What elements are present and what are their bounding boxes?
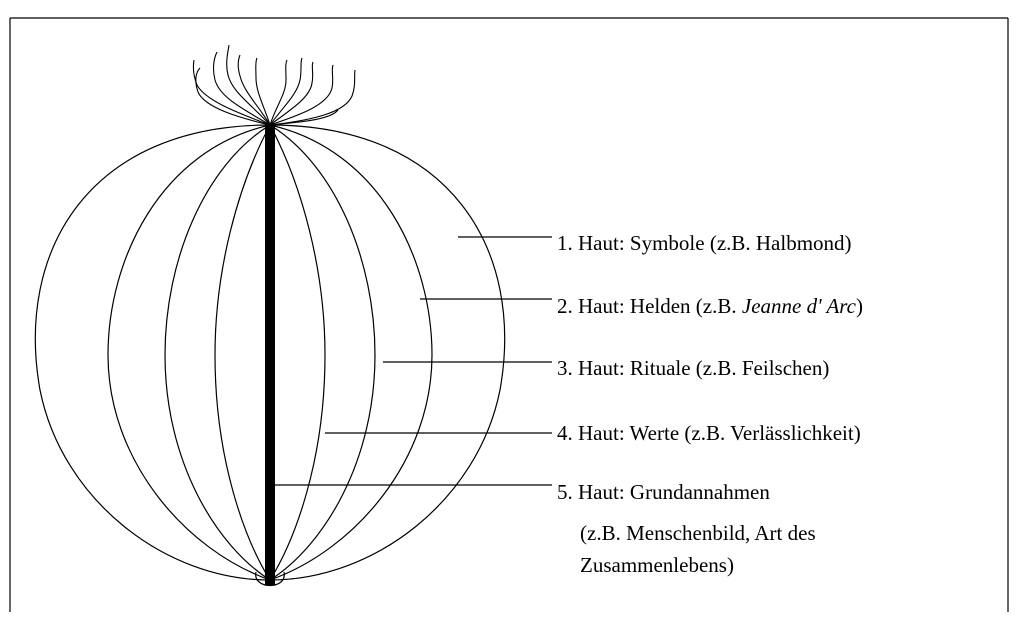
label-layer-5: 5. Haut: Grundannahmen — [557, 480, 770, 504]
label-layer-4: 4. Haut: Werte (z.B. Verlässlichkeit) — [557, 421, 861, 445]
label-layer-5-example-line-2: Zusammenlebens) — [580, 553, 734, 577]
onion-layer-3-right — [270, 125, 375, 580]
label-layer-1: 1. Haut: Symbole (z.B. Halbmond) — [557, 231, 852, 255]
label-layer-2: 2. Haut: Helden (z.B. Jeanne d' Arc) — [557, 294, 863, 318]
onion-layer-4-left — [215, 125, 270, 580]
onion-layer-4-right — [270, 125, 325, 580]
onion-layer-2-right — [270, 125, 432, 580]
layer-labels: 1. Haut: Symbole (z.B. Halbmond) 2. Haut… — [557, 231, 863, 577]
onion-sprouts — [193, 45, 355, 125]
label-layer-5-example-line-1: (z.B. Menschenbild, Art des — [580, 521, 816, 545]
onion-layer-3-left — [165, 125, 270, 580]
onion-layer-2-left — [108, 125, 270, 580]
label-layer-3: 3. Haut: Rituale (z.B. Feilschen) — [557, 356, 829, 380]
onion-core — [265, 123, 275, 585]
